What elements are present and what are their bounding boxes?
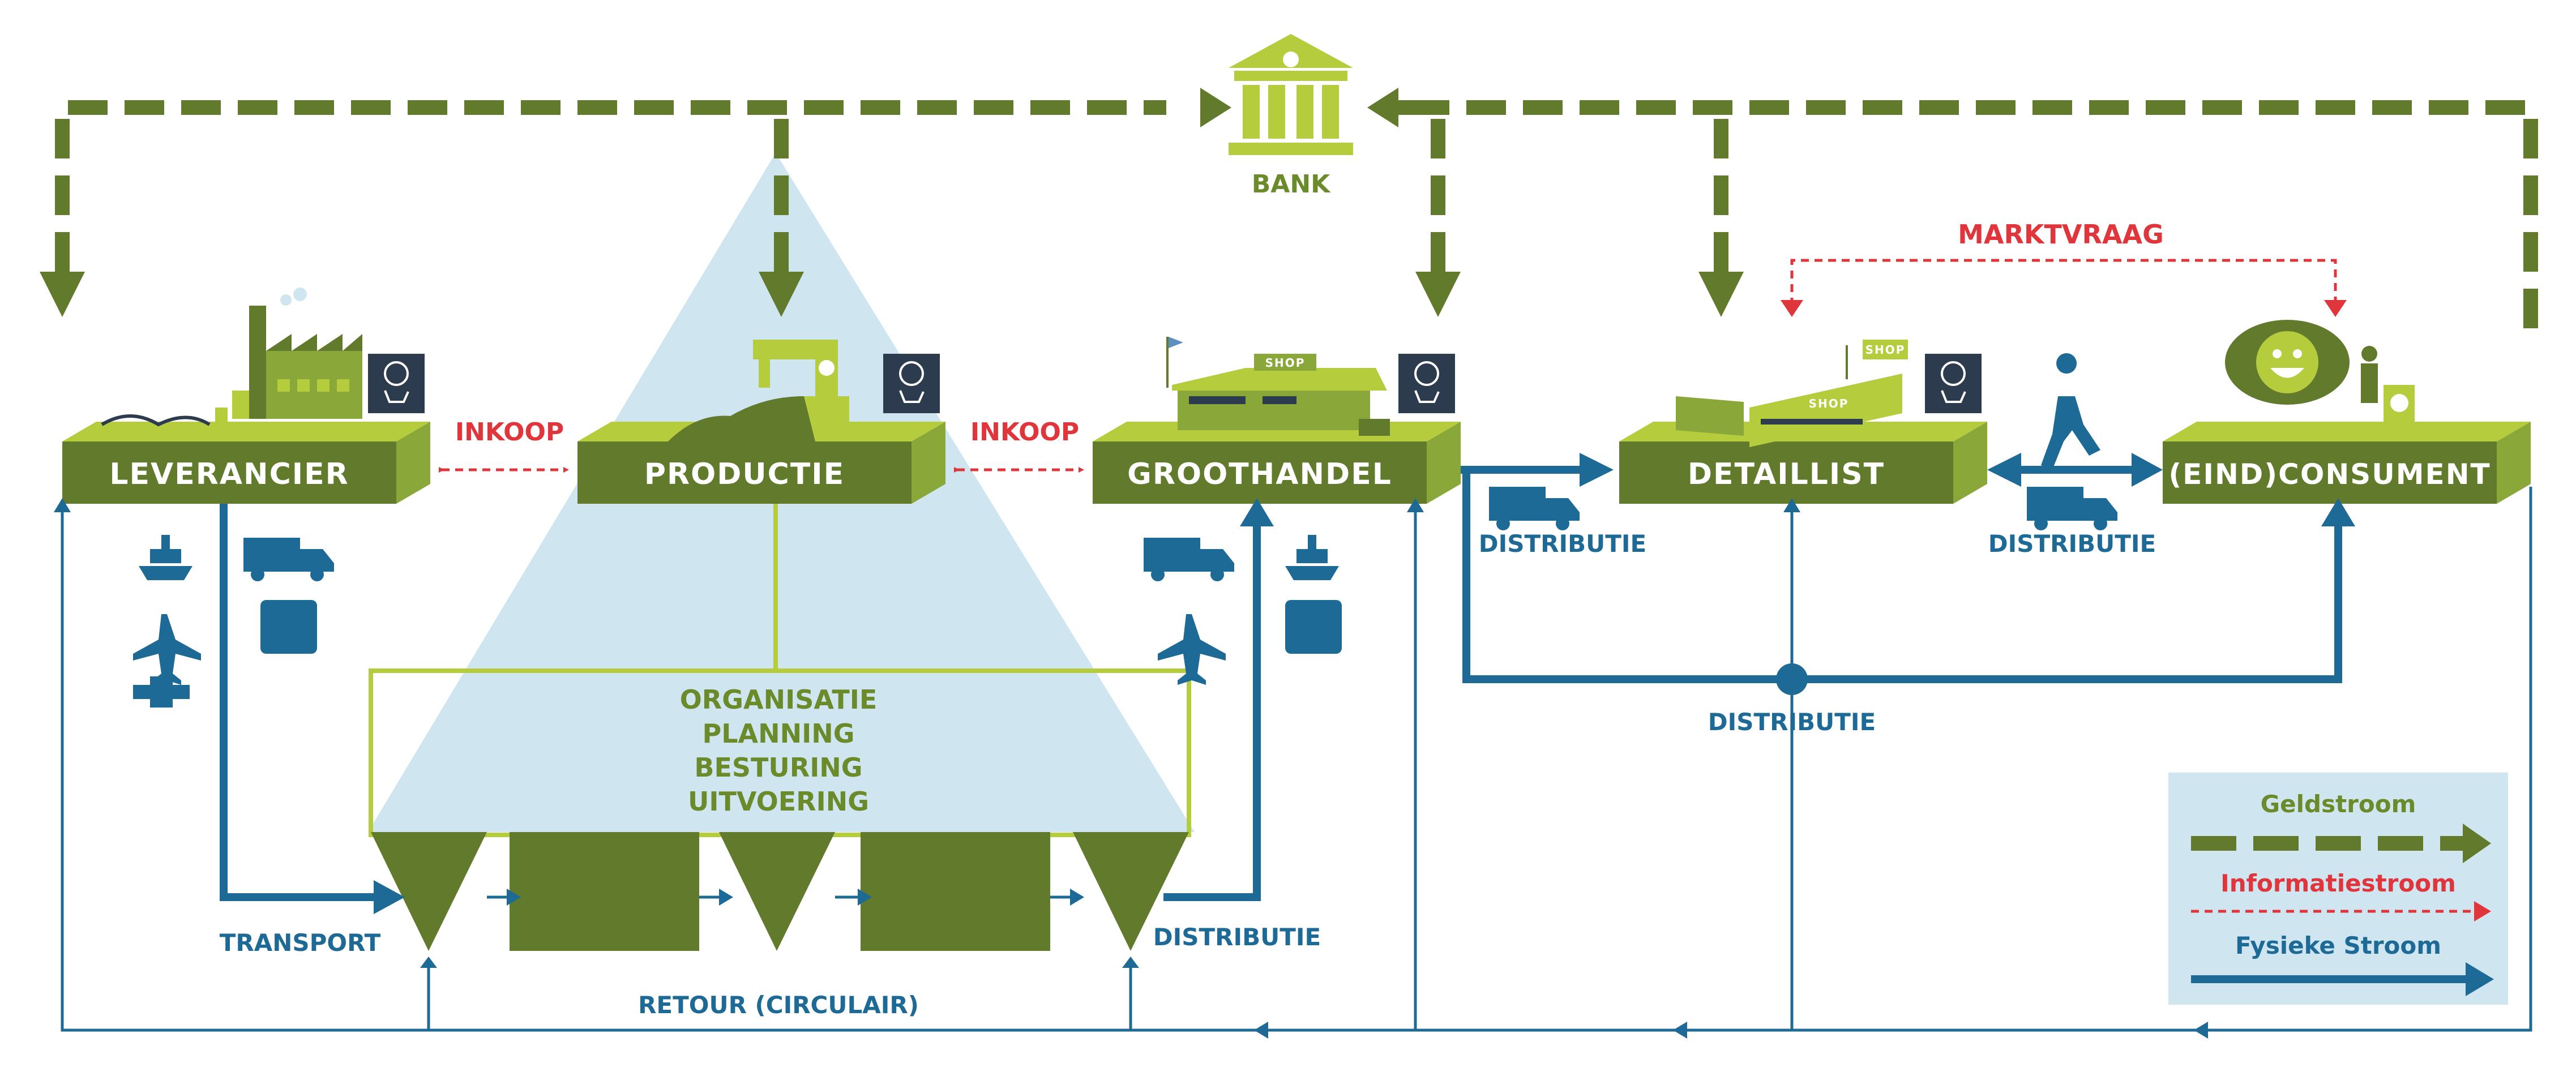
- pipeline-icon: [133, 676, 190, 708]
- sewing-machine-icon: [668, 340, 849, 441]
- stock-triangle-3: [1073, 832, 1189, 951]
- pyramid-line-3: BESTURING: [694, 752, 862, 783]
- legend-fysiek-label: Fysieke Stroom: [2235, 932, 2441, 959]
- money-arrowheads: [40, 88, 1744, 317]
- physical-arrowheads: [54, 453, 2355, 1039]
- node-label-detaillist: DETAILLIST: [1688, 457, 1885, 491]
- pyramid-line-2: PLANNING: [703, 718, 855, 749]
- shopper-icon: [2361, 346, 2415, 422]
- stock-triangle-1: [371, 832, 487, 951]
- inkoop-label-2: INKOOP: [970, 418, 1079, 447]
- factory-icon: [101, 288, 362, 427]
- transport-label: TRANSPORT: [220, 929, 381, 957]
- bank-icon: [1229, 34, 1353, 155]
- smiley-icon: [2225, 320, 2350, 405]
- webshop-icon-productie: [883, 354, 940, 413]
- production-process-shapes: [371, 832, 1189, 951]
- physical-flow-lines: [61, 466, 2532, 1032]
- distributie-label-1: DISTRIBUTIE: [1153, 923, 1321, 951]
- marktvraag-arrow-right: [2324, 300, 2347, 317]
- legend-box: [2168, 773, 2508, 1005]
- stock-triangle-2: [719, 832, 835, 951]
- shop-sign-detaillist-2: SHOP: [1809, 397, 1849, 410]
- process-block-2: [861, 832, 1050, 951]
- block-detaillist: DETAILLIST: [1619, 422, 1987, 504]
- transport-icons: [133, 353, 2117, 708]
- marktvraag-arrow-left: [1781, 300, 1803, 317]
- block-leverancier: LEVERANCIER: [62, 422, 430, 504]
- plane-icon-2: [1158, 614, 1226, 685]
- warehouse-icon: SHOP: [1166, 337, 1390, 436]
- train-icon-1: [260, 600, 317, 654]
- node-label-leverancier: LEVERANCIER: [109, 457, 349, 491]
- node-label-productie: PRODUCTIE: [644, 457, 845, 491]
- truck-icon-4: [2027, 487, 2117, 521]
- block-productie: PRODUCTIE: [577, 422, 945, 504]
- node-label-consument: (EIND)CONSUMENT: [2168, 458, 2491, 491]
- distributie-junction: [1776, 663, 1808, 695]
- truck-icon-2: [1144, 538, 1234, 572]
- distributie-label-4: DISTRIBUTIE: [1708, 708, 1876, 736]
- pedestrian-icon: [2041, 353, 2100, 470]
- block-groothandel: GROOTHANDEL: [1093, 422, 1461, 504]
- legend: Geldstroom Informatiestroom Fysieke Stro…: [2168, 773, 2508, 1005]
- legend-geld-label: Geldstroom: [2261, 790, 2416, 818]
- ship-icon-1: [139, 535, 192, 580]
- webshop-badges: [368, 354, 1982, 413]
- pyramid-line-1: ORGANISATIE: [680, 684, 878, 715]
- webshop-icon-detaillist: [1925, 354, 1982, 413]
- store-icon: SHOP SHOP: [1676, 340, 1908, 447]
- train-icon-2: [1285, 600, 1342, 654]
- webshop-icon-leverancier: [368, 354, 425, 413]
- shop-sign-detaillist-1: SHOP: [1865, 343, 1906, 357]
- distributie-label-3: DISTRIBUTIE: [1988, 530, 2156, 558]
- truck-icon-3: [1489, 487, 1580, 521]
- node-label-groothandel: GROOTHANDEL: [1127, 457, 1392, 491]
- truck-icon-1: [243, 538, 334, 572]
- process-block-1: [510, 832, 699, 951]
- plane-icon-1: [133, 614, 201, 685]
- marktvraag-line: [1790, 259, 2337, 306]
- pyramid-line-4: UITVOERING: [688, 786, 869, 817]
- shop-sign-groothandel: SHOP: [1265, 356, 1306, 370]
- webshop-icon-groothandel: [1398, 354, 1455, 413]
- block-consument: (EIND)CONSUMENT: [2163, 422, 2531, 504]
- money-flow-lines: [55, 100, 2538, 328]
- marktvraag-label: MARKTVRAAG: [1958, 219, 2164, 250]
- ship-icon-2: [1285, 535, 1339, 580]
- inkoop-label-1: INKOOP: [455, 418, 564, 447]
- distributie-label-2: DISTRIBUTIE: [1479, 530, 1646, 558]
- legend-info-label: Informatiestroom: [2220, 869, 2456, 897]
- retour-label: RETOUR (CIRCULAIR): [638, 991, 919, 1019]
- bank-label: BANK: [1252, 170, 1331, 199]
